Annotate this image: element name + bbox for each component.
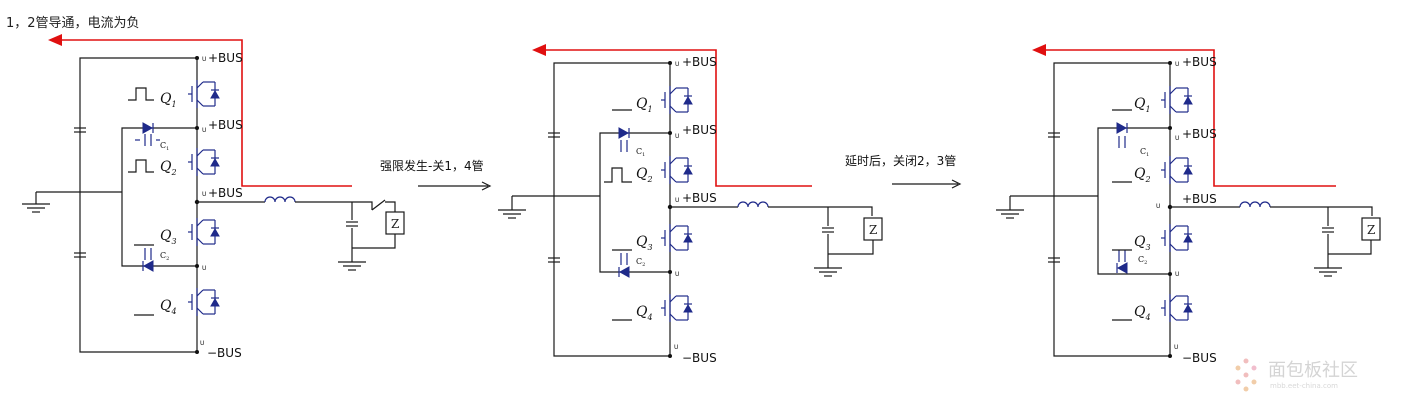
circuit-panel-1: Q1 Q2 Q3 Q4 C1 C2 U +BUS U +BUS U +BUS U… [21, 34, 405, 360]
caption: 1，2管导通，电流为负 [6, 16, 140, 31]
u-top-label: U [202, 56, 206, 63]
watermark-logo-icon [1235, 358, 1257, 392]
c1-label-3: C1 [1140, 147, 1149, 158]
u-out-label-2: U [675, 197, 679, 204]
c2-label-2: C2 [636, 257, 645, 268]
u-mid-label-2: U [675, 133, 679, 140]
q2-label: Q2 [160, 159, 177, 177]
nbus-label: −BUS [207, 346, 242, 360]
c2-label: C2 [160, 251, 169, 262]
mid-bus-label-2: +BUS [682, 123, 717, 137]
u-q3-label: U [202, 265, 206, 272]
pbus-label-2: +BUS [682, 55, 717, 69]
pbus-label: +BUS [208, 51, 243, 65]
u-out-label-3: U [1156, 203, 1160, 210]
u-bot-label-3: U [1174, 344, 1178, 351]
watermark-url: mbb.eet-china.com [1270, 382, 1338, 390]
q2-label-3: Q2 [1134, 166, 1151, 184]
circuit-panel-2: Q1 Q2 Q3 Q4 C1 C2 U +BUS U +BUS U +BUS U… [497, 44, 883, 365]
watermark: 面包板社区 mbb.eet-china.com [1235, 358, 1358, 392]
q1-label: Q1 [160, 91, 177, 109]
out-bus-label: +BUS [208, 186, 243, 200]
load-z-label: Z [391, 217, 399, 231]
q1-label-3: Q1 [1134, 96, 1151, 114]
c1-label-2: C1 [636, 147, 645, 158]
c2-label-3: C2 [1138, 255, 1147, 266]
watermark-title: 面包板社区 [1268, 360, 1358, 381]
out-bus-label-3: +BUS [1182, 192, 1217, 206]
q4-label: Q4 [160, 298, 177, 316]
u-top-label-3: U [1175, 61, 1179, 68]
transition-1-label: 强限发生-关1，4管 [380, 158, 484, 173]
u-top-label-2: U [675, 61, 679, 68]
nbus-label-3: −BUS [1182, 351, 1217, 365]
c1-label: C1 [160, 141, 169, 152]
pbus-label-3: +BUS [1182, 55, 1217, 69]
transition-2-label: 延时后，关闭2，3管 [845, 153, 956, 168]
u-bot-label: U [200, 340, 204, 347]
nbus-label-2: −BUS [682, 351, 717, 365]
q4-label-2: Q4 [636, 304, 653, 322]
u-q3-label-2: U [675, 271, 679, 278]
q4-label-3: Q4 [1134, 304, 1151, 322]
q3-label: Q3 [160, 228, 177, 246]
u-mid-label: U [202, 127, 206, 134]
u-bot-label-2: U [674, 344, 678, 351]
q3-label-3: Q3 [1134, 234, 1151, 252]
mid-bus-label-3: +BUS [1182, 127, 1217, 141]
out-bus-label-2: +BUS [682, 191, 717, 205]
load-z-label-3: Z [1367, 223, 1375, 237]
q3-label-2: Q3 [636, 234, 653, 252]
u-mid-label-3: U [1175, 135, 1179, 142]
q2-label-2: Q2 [636, 166, 653, 184]
circuit-panel-3: Q1 Q2 Q3 Q4 C1 C2 U +BUS U +BUS U +BUS U… [995, 44, 1381, 365]
u-q3-label-3: U [1175, 271, 1179, 278]
mid-bus-label: +BUS [208, 118, 243, 132]
u-out-label: U [202, 191, 206, 198]
q1-label-2: Q1 [636, 96, 653, 114]
load-z-label-2: Z [869, 223, 877, 237]
